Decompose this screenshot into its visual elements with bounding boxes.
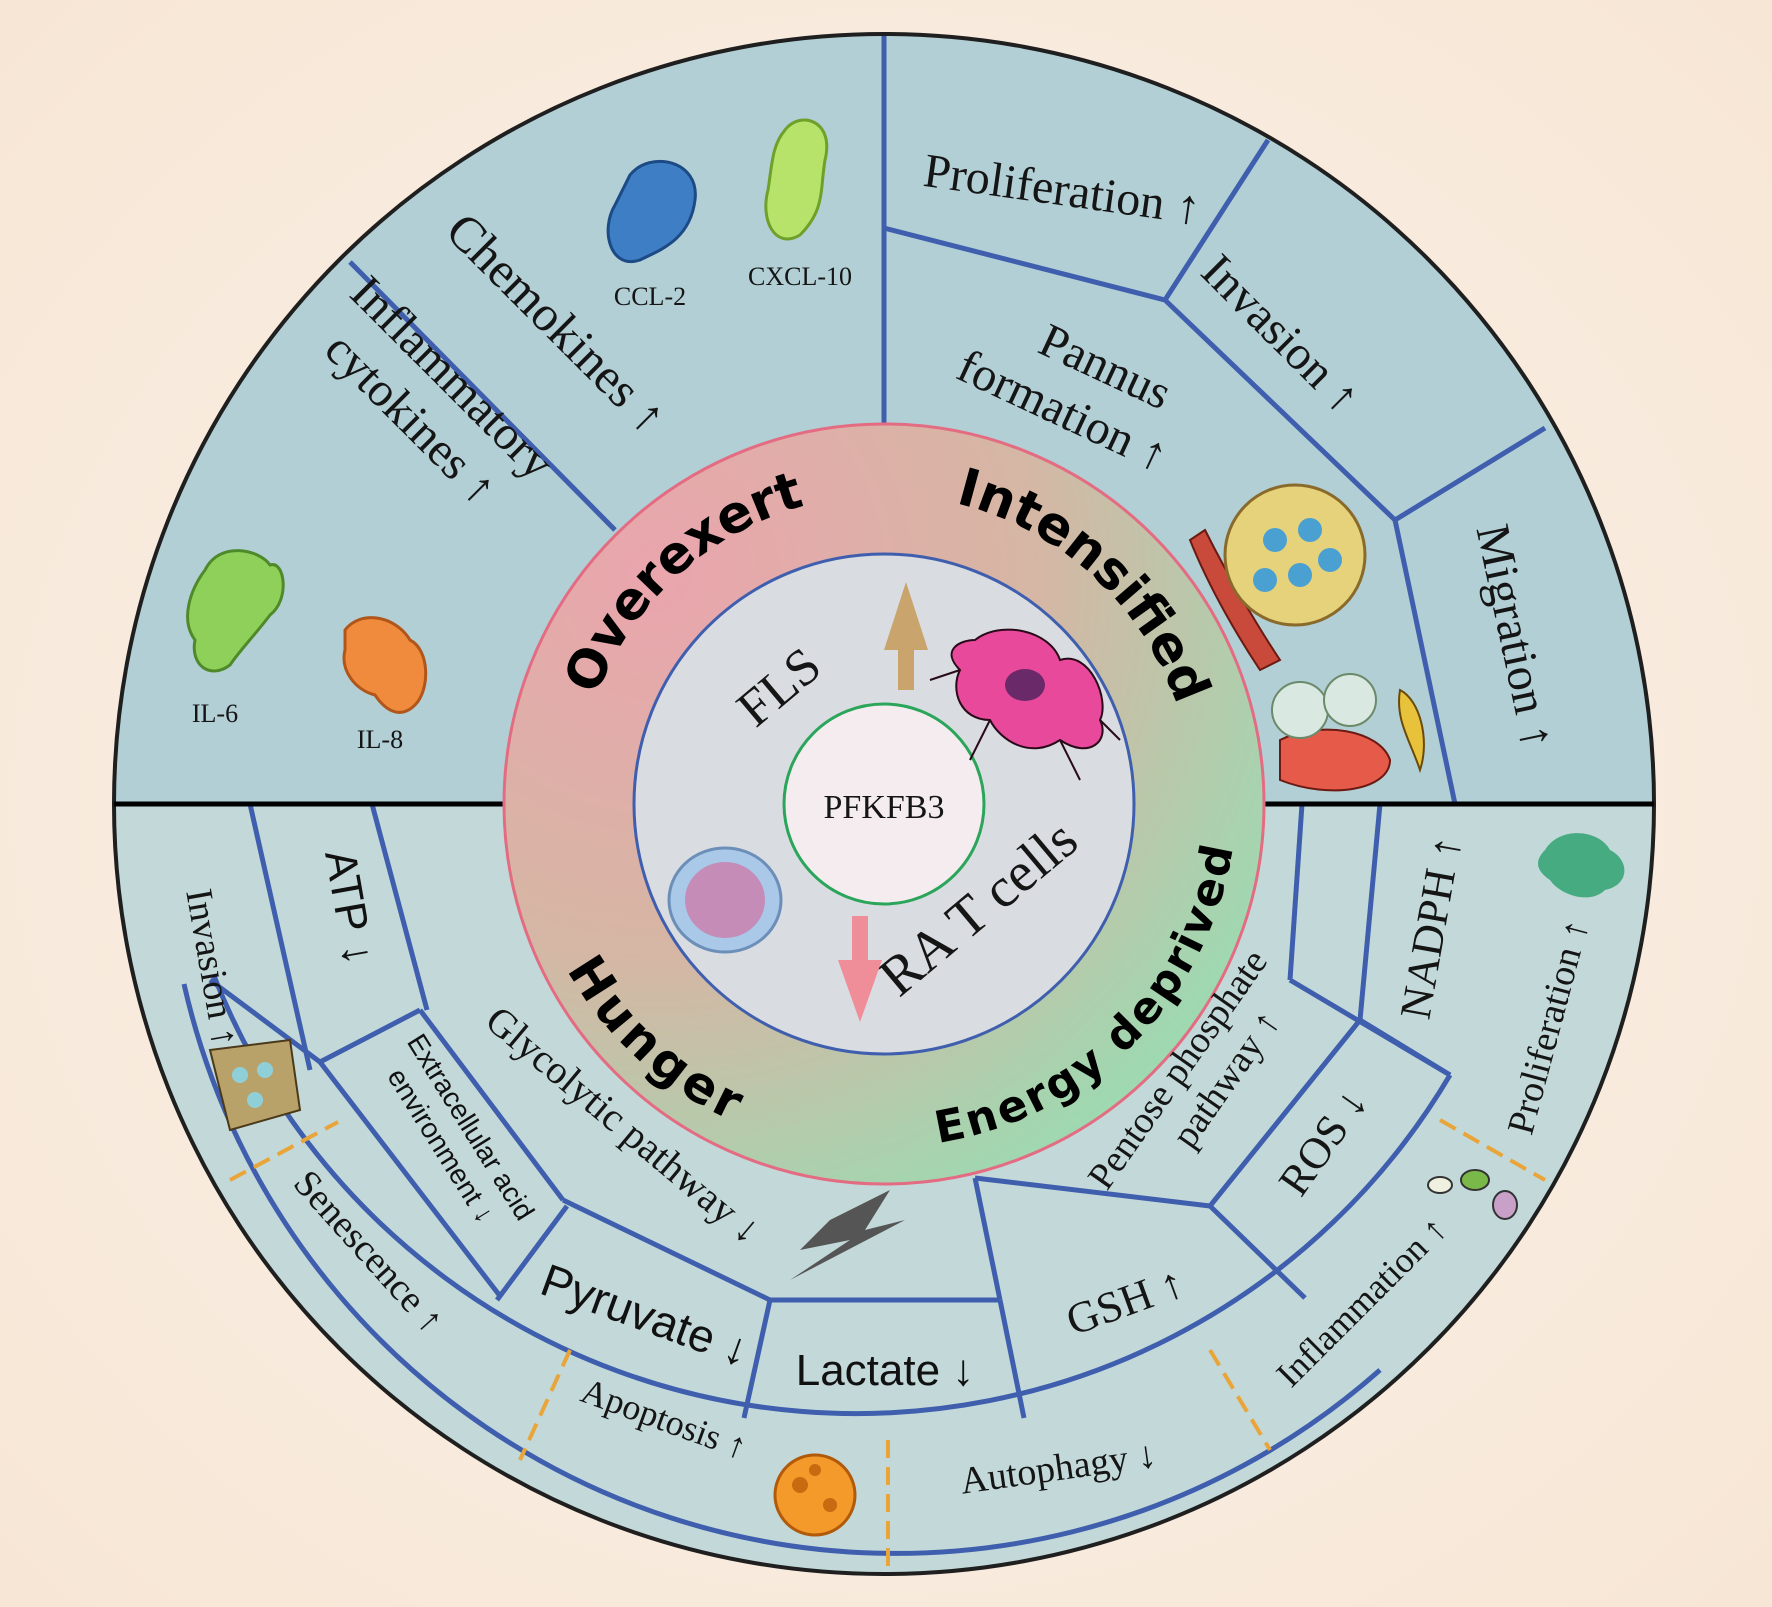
apoptotic-cell-icon xyxy=(773,1453,857,1537)
center-circle xyxy=(782,702,986,906)
il6-icon xyxy=(186,549,285,673)
fls-cell-icon xyxy=(929,628,1121,781)
up-arrow-icon xyxy=(884,582,928,690)
il8-icon xyxy=(342,616,428,714)
upper-dividers xyxy=(348,34,1547,804)
cxcl10-label: CXCL-10 xyxy=(748,262,852,291)
down-arrow-icon xyxy=(838,916,882,1022)
t-cell-icon xyxy=(667,846,783,954)
energy-depletion-icon xyxy=(790,1190,905,1280)
cxcl10-icon xyxy=(764,118,829,241)
inflammation-cells-icon xyxy=(1427,1169,1518,1220)
ccl2-icon xyxy=(606,159,697,264)
pannus-icon xyxy=(1188,483,1367,672)
il6-label: IL-6 xyxy=(192,699,238,728)
lower-dividers xyxy=(181,804,1546,1574)
lactate-label: Lactate ↓ xyxy=(796,1346,975,1395)
ccl2-label: CCL-2 xyxy=(614,282,686,311)
migrating-cells-icon xyxy=(1271,673,1425,792)
proliferating-cell-icon xyxy=(1538,833,1625,898)
il8-label: IL-8 xyxy=(357,725,403,754)
invasion-mesh-icon xyxy=(208,1038,302,1132)
center-label: PFKFB3 xyxy=(824,789,945,826)
